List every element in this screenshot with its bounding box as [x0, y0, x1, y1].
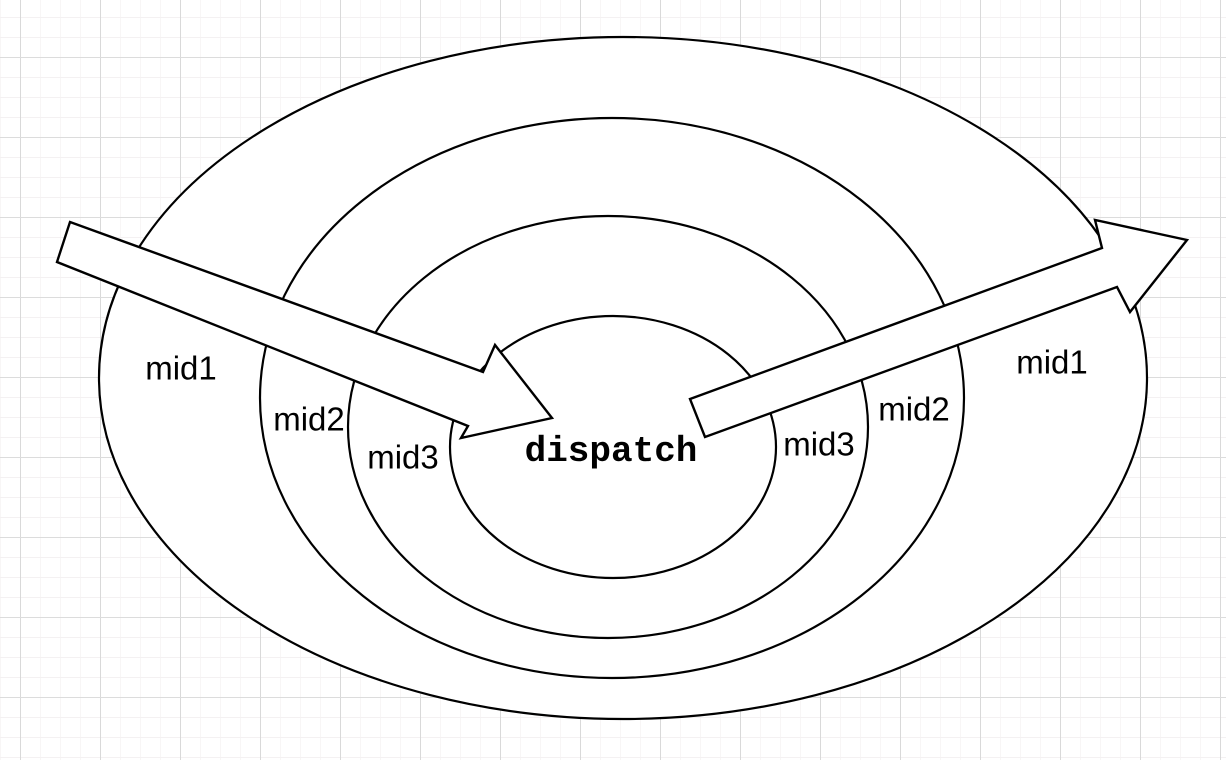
dispatch-ellipse — [448, 314, 778, 580]
ring-label-mid3-left: mid3 — [367, 438, 439, 476]
outbound-arrow — [688, 218, 1190, 439]
ring-label-mid1-left: mid1 — [145, 349, 217, 387]
dispatch-label: dispatch — [524, 431, 698, 472]
ring-label-mid3-right: mid3 — [783, 425, 855, 463]
ring-label-mid2-right: mid2 — [878, 390, 950, 428]
inbound-arrow — [55, 220, 555, 440]
ring-label-mid2-left: mid2 — [273, 400, 345, 438]
ring-label-mid1-right: mid1 — [1016, 343, 1088, 381]
